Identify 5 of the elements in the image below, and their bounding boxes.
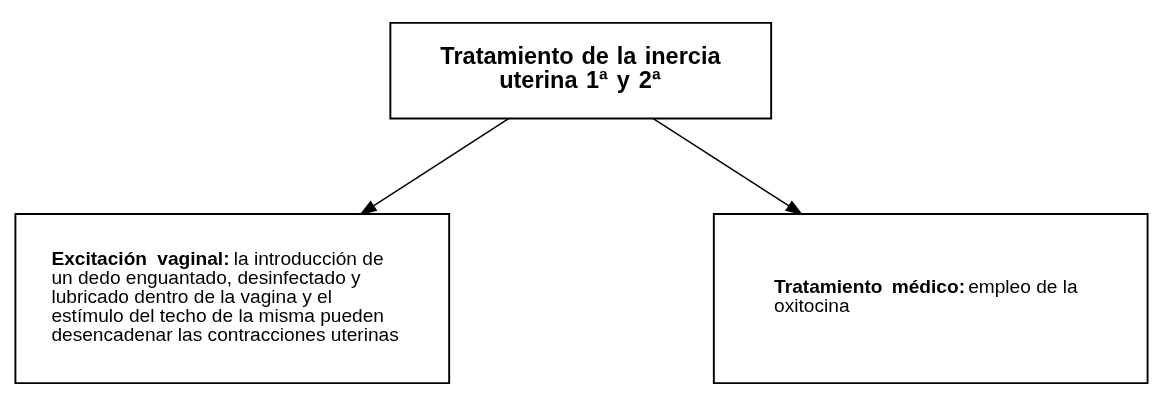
node-box: Tratamiento médico: empleo de la oxitocina — [712, 212, 1149, 384]
arrow — [359, 117, 510, 215]
node-box: Tratamiento de la inercia uterina 1ª y 2ª — [389, 21, 773, 119]
arrow — [652, 117, 804, 215]
node-box: Excitación vaginal: la introducción de un dedo enguantado, desinfectado y lubricado dentro de la vagina y el estímulo del techo de la misma pueden desencadenar las contracciones uterinas — [14, 212, 451, 384]
